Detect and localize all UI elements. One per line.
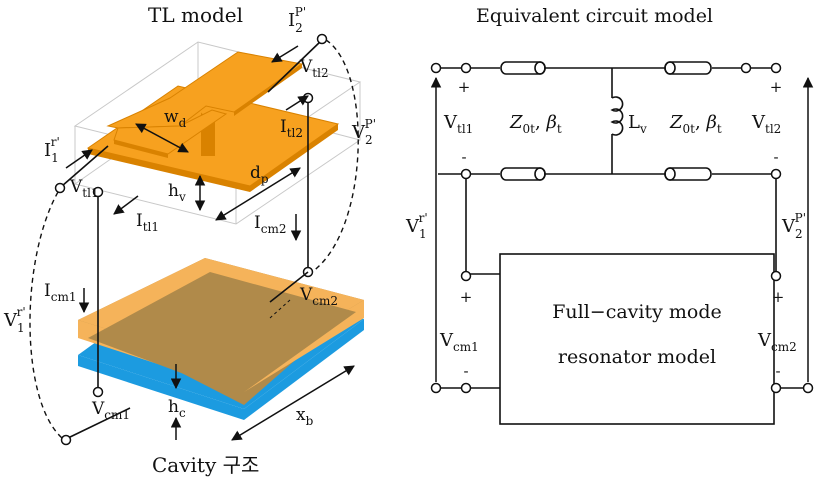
sign-plus-tl1: +	[458, 78, 471, 96]
equivalent-circuit: Equivalent circuit model	[405, 5, 814, 425]
label-vtl1: Vtl1	[69, 177, 99, 200]
terminal-p2-top	[316, 33, 328, 45]
sign-minus-cm2: -	[775, 362, 780, 380]
tline-right-bottom	[664, 167, 712, 181]
sign-plus-cm1: +	[460, 288, 473, 306]
cavity-title: Cavity 구조	[152, 453, 259, 477]
label-dp: dp	[250, 163, 269, 186]
label-v1r: V1r'	[3, 305, 26, 335]
arrow-i1r	[65, 149, 93, 169]
label-c-v2p: V2P'	[781, 211, 806, 241]
terminal-cm1-bottom-inner	[460, 382, 472, 394]
cavity-model-box	[499, 253, 775, 425]
terminal-right-bottom	[770, 168, 782, 180]
label-icm2: Icm2	[254, 213, 286, 236]
terminal-vcm1	[92, 386, 104, 398]
left-arrows	[65, 45, 355, 441]
left-labels: I2P' I1r' V2P' V1r' Vtl2 Vtl1 Itl2 Itl1 …	[3, 5, 376, 428]
label-icm1: Icm1	[44, 281, 76, 304]
label-c-vtl1: Vtl1	[443, 112, 473, 136]
sign-minus-cm1: -	[463, 362, 468, 380]
sign-minus-tl1: -	[461, 148, 466, 166]
tline-left-top	[500, 61, 546, 75]
lower-patch-side	[88, 148, 250, 192]
dim-wd	[135, 123, 189, 153]
terminal-left-top-inner	[460, 62, 472, 74]
label-vtl2: Vtl2	[299, 57, 329, 80]
sign-minus-tl2: -	[773, 148, 778, 166]
box-line-1: Full−cavity mode	[552, 301, 722, 323]
arrow-itl2	[285, 95, 309, 111]
label-vcm1: Vcm1	[91, 399, 130, 422]
terminal-cm1-bottom	[430, 382, 442, 394]
terminal-cm2-bottom	[770, 382, 782, 394]
label-z1: Z0t, βt	[509, 112, 562, 136]
dashed-port1	[29, 191, 63, 439]
terminal-p1-top	[54, 182, 66, 194]
box-line-2: resonator model	[558, 346, 716, 368]
label-z2: Z0t, βt	[669, 112, 722, 136]
label-hc: hc	[168, 397, 186, 420]
left-wiring	[29, 33, 359, 446]
inductor-lv	[610, 68, 624, 174]
sign-plus-tl2: +	[770, 78, 783, 96]
label-c-vcm1: Vcm1	[439, 330, 479, 354]
arrow-i2p	[271, 45, 299, 63]
terminal-left-top	[430, 62, 442, 74]
terminal-right-top	[770, 62, 782, 74]
arrow-itl1	[113, 195, 139, 215]
terminal-left-bottom	[460, 168, 472, 180]
label-c-vcm2: Vcm2	[757, 330, 797, 354]
label-itl2: Itl2	[280, 117, 303, 140]
terminal-cm2-top	[770, 270, 782, 282]
terminal-cm1-top	[460, 270, 472, 282]
upper-strip-side2	[234, 64, 302, 116]
label-itl1: Itl1	[136, 211, 159, 234]
label-v2p: V2P'	[351, 117, 376, 147]
upper-strip-top	[106, 51, 304, 129]
label-hv: hv	[168, 181, 186, 204]
terminal-right-top-inner	[740, 62, 752, 74]
sign-plus-cm2: +	[772, 288, 785, 306]
tl-model-title: TL model	[148, 3, 243, 27]
tline-left-bottom	[500, 167, 546, 181]
dim-xb	[231, 365, 355, 441]
blue-ground-side	[78, 355, 244, 420]
label-xb: xb	[296, 405, 314, 428]
terminal-p1-bottom	[60, 434, 72, 446]
tline-right-top	[664, 61, 712, 75]
circuit-title: Equivalent circuit model	[476, 5, 713, 27]
label-i1r: I1r'	[44, 135, 60, 165]
label-vcm2: Vcm2	[299, 285, 338, 308]
dim-dp	[215, 167, 301, 221]
terminal-cm2-bottom-outer	[802, 382, 814, 394]
cavity-inner	[88, 272, 356, 395]
cavity-structure	[78, 258, 364, 420]
tl-model-3d: TL model	[3, 3, 376, 477]
terminal-vtl1	[92, 186, 104, 198]
label-lv: Lv	[628, 112, 647, 136]
label-c-v1r: V1r'	[405, 211, 428, 241]
label-c-vtl2: Vtl2	[751, 112, 781, 136]
label-wd: wd	[164, 107, 187, 130]
label-i2p: I2P'	[288, 5, 306, 35]
dashed-port2	[311, 39, 359, 273]
